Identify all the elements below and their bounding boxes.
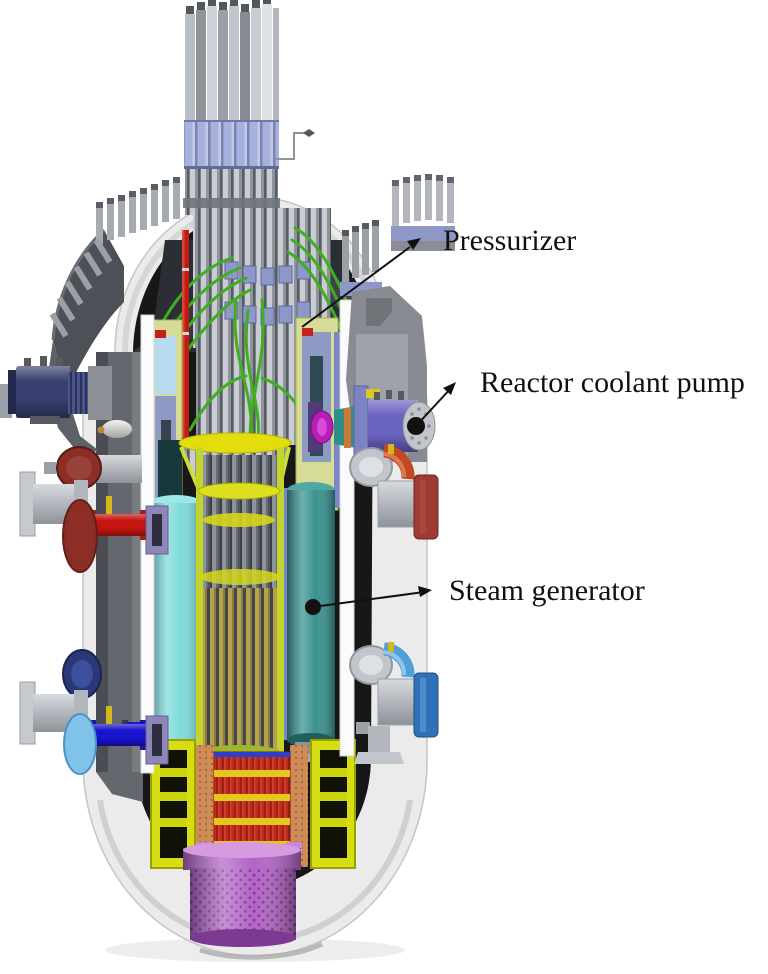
incore-rod xyxy=(182,230,189,438)
core-barrel xyxy=(196,447,284,761)
instrument-line xyxy=(276,129,315,160)
cold-leg-valve xyxy=(63,706,169,775)
steam-generator-label: Steam generator xyxy=(449,574,645,607)
barrel-flange-disc xyxy=(178,432,292,454)
annotation-reactor-coolant-pump: Reactor coolant pump xyxy=(407,366,745,435)
instrument-cables xyxy=(148,226,362,442)
core-support-ladder-right xyxy=(310,739,356,869)
pressurizer-label: Pressurizer xyxy=(443,224,576,257)
left-upper-nozzle-red xyxy=(56,446,142,490)
valve-disc-dark-red xyxy=(62,499,98,573)
left-coolant-pump xyxy=(0,356,112,424)
flange-studs-left-arc xyxy=(49,238,113,338)
crdm-coil-band xyxy=(184,120,279,169)
lower-core-region xyxy=(150,739,356,870)
right-lower-nozzle-blue xyxy=(349,642,439,738)
flange-studs-far-right xyxy=(391,174,455,251)
crdm-tower xyxy=(183,0,315,215)
reactor-coolant-pump-label: Reactor coolant pump xyxy=(480,366,745,399)
core-grid-band xyxy=(214,770,290,777)
core-barrel-rail-left xyxy=(196,447,203,757)
crdm-rod-bundle xyxy=(185,0,279,122)
vent-bullet-nozzle xyxy=(97,420,132,438)
core-barrel-rail-right xyxy=(277,447,284,757)
hot-leg-valve xyxy=(62,496,169,573)
annotation-steam-generator: Steam generator xyxy=(305,574,645,615)
flange-studs-left xyxy=(96,177,180,244)
steam-generator-right-unit xyxy=(281,482,335,762)
right-bottom-bracket xyxy=(354,722,404,764)
core-grid-band xyxy=(214,794,290,801)
fuel-core xyxy=(213,751,291,853)
bottom-shell-shadow xyxy=(199,941,324,960)
valve-disc-light-blue xyxy=(63,713,97,775)
flow-skirt xyxy=(183,842,302,947)
annotation-pressurizer: Pressurizer xyxy=(301,224,576,328)
right-upper-nozzle-red xyxy=(349,444,439,540)
core-grid-band xyxy=(214,818,290,825)
